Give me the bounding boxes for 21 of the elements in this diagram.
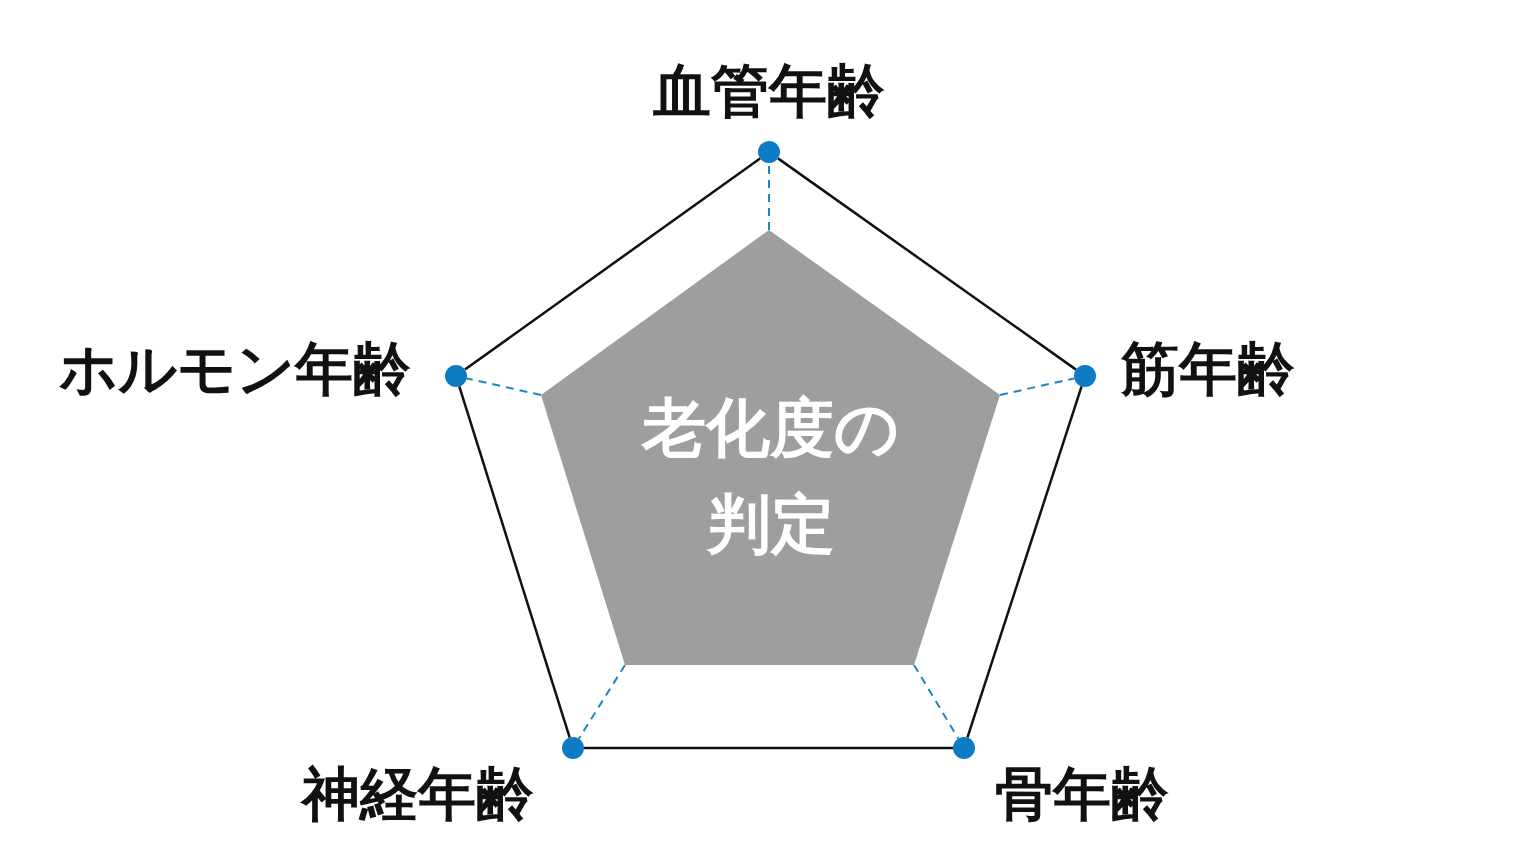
dot-marker	[1074, 365, 1096, 387]
dashed-line	[577, 664, 626, 740]
outline-line	[458, 386, 571, 738]
dot-marker	[953, 737, 975, 759]
axis-label: 血管年齢	[653, 60, 885, 124]
dot-marker	[758, 141, 780, 163]
pentagon-shape	[541, 230, 1000, 665]
dot-marker	[562, 737, 584, 759]
axis-label: 骨年齢	[995, 763, 1169, 827]
outline-line	[584, 746, 953, 750]
outline-line	[966, 386, 1083, 738]
dashed-line	[913, 664, 960, 740]
center-label: 老化度の判定	[640, 390, 901, 563]
outline-line	[777, 157, 1077, 371]
outline-line	[464, 157, 761, 371]
axis-label: 筋年齢	[1121, 338, 1295, 402]
dot-marker	[445, 365, 467, 387]
dashed-line	[999, 377, 1076, 396]
axis-label: 神経年齢	[302, 763, 534, 827]
axis-label: ホルモン年齢	[59, 338, 411, 402]
dashed-line	[465, 377, 542, 396]
